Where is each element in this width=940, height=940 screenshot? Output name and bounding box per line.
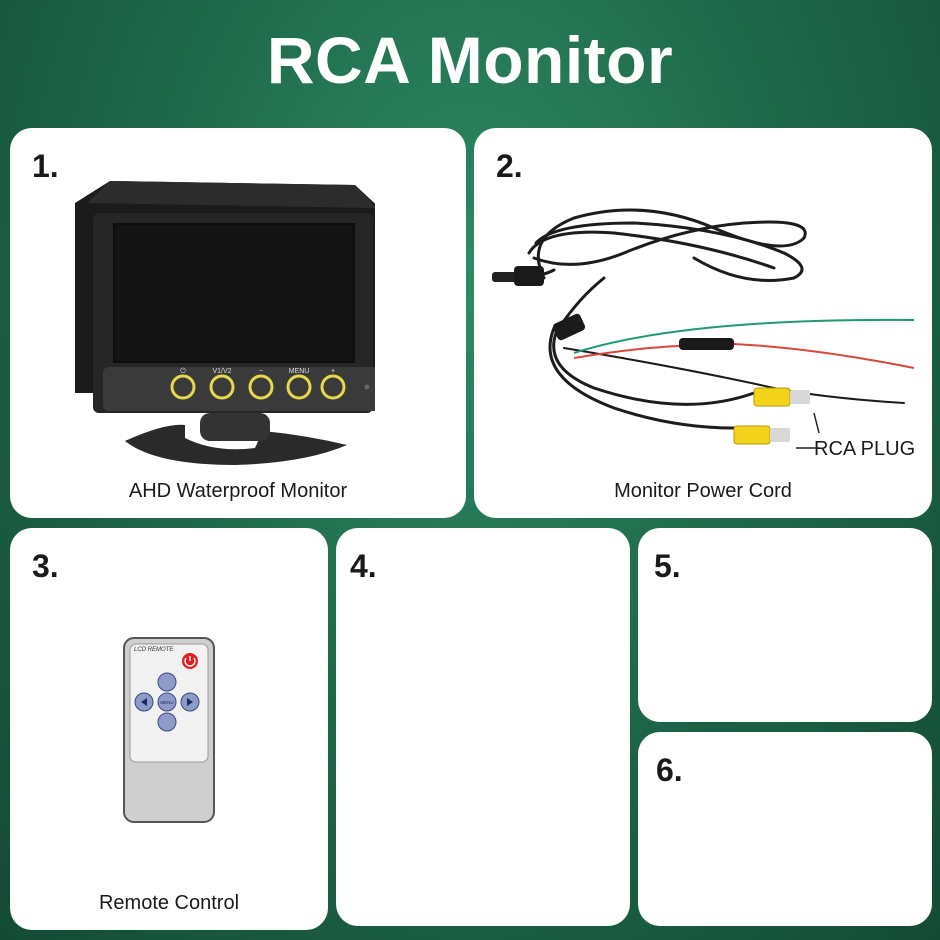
panel-2: 2. — [474, 128, 932, 518]
remote-header-label: LCD REMOTE — [134, 647, 174, 653]
monitor-menu-label: MENU — [289, 368, 310, 375]
panel-number: 2. — [496, 148, 523, 184]
panel-caption: Monitor Power Cord — [614, 480, 792, 502]
panel-number: 6. — [656, 752, 683, 788]
panel-number: 3. — [32, 548, 59, 584]
panel-caption: Remote Control — [98, 892, 240, 914]
power-cord-icon — [492, 208, 915, 449]
page-title: RCA Monitor — [266, 23, 674, 97]
monitor-minus-label: − — [259, 368, 263, 375]
monitor-power-label: ⏻ — [180, 367, 186, 375]
panel-caption: AHD Waterproof Monitor — [128, 480, 348, 502]
rca-plug-callout: RCA PLUG — [814, 438, 916, 460]
panel-3: 3. LCD REMOTE MENU Remote Control — [10, 528, 328, 930]
remote-control-icon: LCD REMOTE MENU — [123, 637, 215, 823]
panel-number: 1. — [32, 148, 59, 184]
monitor-icon: ⏻ V1/V2 − MENU + — [75, 181, 375, 465]
panel-number: 5. — [654, 548, 681, 584]
panel-4: 4. — [336, 528, 630, 926]
remote-menu-label: MENU — [160, 700, 173, 705]
monitor-v1v2-label: V1/V2 — [212, 368, 231, 375]
panel-6: 6. — [638, 732, 932, 926]
panel-1: 1. ⏻ V1/V2 − MENU + AHD Waterproof Mo — [10, 128, 466, 518]
panel-5: 5. — [638, 528, 932, 722]
panel-number: 4. — [350, 548, 377, 584]
monitor-plus-label: + — [331, 368, 335, 375]
